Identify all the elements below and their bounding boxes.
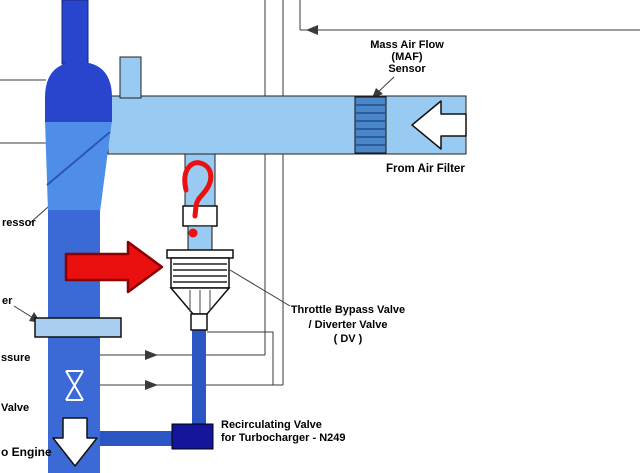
dv-cone-hatch (189, 290, 211, 314)
dv-outlet-collar (190, 313, 208, 331)
maf-sensor-block (354, 96, 387, 154)
dv-spring-coils (173, 263, 227, 283)
flow-arrow-right-icon (145, 380, 158, 390)
compressor-label-partial: ressor (2, 217, 36, 229)
intake-pipe-stub (119, 56, 142, 99)
diverter-valve (166, 205, 234, 331)
dv-top-flange (166, 249, 234, 259)
from-air-filter-label: From Air Filter (386, 163, 465, 175)
intercooler-section (34, 317, 122, 338)
check-valve-symbol-icon (65, 370, 84, 401)
compressor-body (45, 120, 112, 212)
throttle-bypass-valve-label: Throttle Bypass Valve / Diverter Valve (… (290, 304, 406, 345)
recirc-stem-pipe (192, 328, 206, 428)
schematic-lines (0, 0, 640, 386)
n249-valve-block (171, 423, 214, 450)
dv-neck (182, 205, 218, 227)
recirc-return-pipe (100, 431, 174, 446)
to-engine-arrow-down-icon (52, 417, 98, 467)
question-mark-annotation (182, 160, 214, 219)
maf-sensor-mesh (356, 104, 385, 146)
valve-label-partial: Valve (1, 402, 30, 414)
intake-pipe-horizontal (107, 95, 467, 155)
dv-spring-housing (170, 257, 230, 289)
recirculating-valve-label: Recirculating Valve for Turbocharger - N… (221, 419, 346, 444)
compressor-seam (46, 131, 111, 186)
flow-arrow-right-icon (145, 350, 158, 360)
airflow-arrow-left-icon (411, 100, 467, 150)
flow-arrow-left-icon (306, 25, 318, 35)
maf-sensor-body (354, 96, 387, 154)
red-pointer-arrow-icon (64, 240, 164, 294)
intercooler-label-partial: er (2, 295, 13, 307)
stem-leader-line (207, 331, 274, 385)
question-mark-dot (188, 228, 198, 238)
maf-sensor-label: Mass Air Flow (MAF) Sensor (370, 39, 444, 75)
to-engine-label-partial: o Engine (1, 445, 52, 459)
throttle-label-leader (229, 269, 291, 307)
pressure-label-partial: ssure (1, 352, 31, 364)
turbo-top-pipe (61, 0, 89, 65)
red-annotations (64, 160, 214, 294)
compressor-dome (45, 62, 112, 122)
